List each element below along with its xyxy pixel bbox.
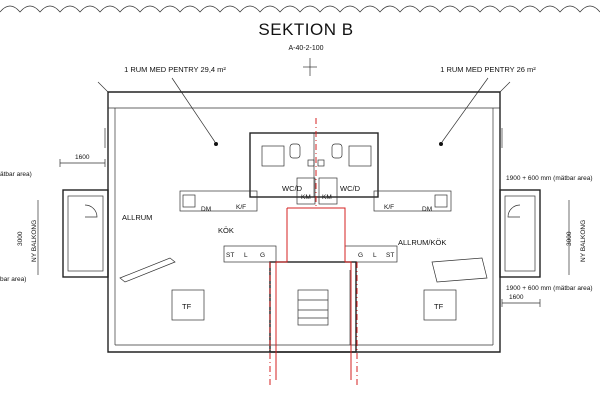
left-edge-area-bottom: bar area): [0, 276, 26, 283]
fixture-kf-right: K/F: [384, 204, 394, 211]
fixture-l-right: L: [373, 252, 377, 259]
fixture-g-left: G: [260, 252, 265, 259]
right-balcony: [499, 189, 541, 278]
red-markup: [269, 118, 358, 385]
revision-cloud: [0, 5, 600, 13]
tf-boxes: [171, 289, 457, 321]
axis-marker: [303, 58, 317, 76]
kitchen-counters: [179, 190, 452, 263]
fixture-dm-right: DM: [422, 206, 432, 213]
leader-lines: [171, 77, 489, 146]
room-km-left: KM: [301, 194, 311, 201]
left-balcony: [62, 189, 109, 278]
left-edge-area-top: ätbar area): [0, 171, 32, 178]
fixture-st-right: ST: [386, 252, 394, 259]
stairwell: [269, 261, 357, 353]
dim-1900-bottom: 1900 + 600 mm (mätbar area): [506, 285, 593, 292]
right-unit-note: 1 RUM MED PENTRY 26 m²: [440, 65, 536, 74]
room-wcd-right: WC/D: [340, 184, 361, 193]
room-allrum: ALLRUM: [122, 213, 152, 222]
room-km-right: KM: [322, 194, 332, 201]
room-tf-left: TF: [182, 302, 192, 311]
wardrobe-hatch: [119, 257, 488, 283]
bathroom-core: [249, 132, 379, 205]
fixture-l-left: L: [244, 252, 248, 259]
balcony-label-right: NY BALKONG: [580, 220, 587, 262]
dim-1600-left: 1600: [75, 154, 90, 161]
room-tf-right: TF: [434, 302, 444, 311]
outer-walls: [97, 81, 511, 353]
fixture-dm-left: DM: [201, 206, 211, 213]
drawing-title: SEKTION B: [258, 20, 353, 39]
room-kok: KÖK: [218, 226, 234, 235]
dim-1900-top: 1900 + 600 mm (mätbar area): [506, 175, 593, 182]
dim-1600-right: 1600: [509, 294, 524, 301]
balcony-dim-right: 3000: [566, 231, 573, 246]
drawing-code: A-40-2-100: [288, 45, 323, 52]
room-wcd-left: WC/D: [282, 184, 303, 193]
balcony-label-left: NY BALKONG: [31, 220, 38, 262]
fixture-g-right: G: [358, 252, 363, 259]
left-unit-note: 1 RUM MED PENTRY 29,4 m²: [124, 65, 226, 74]
balcony-dim-left: 3000: [17, 231, 24, 246]
fixture-kf-left: K/F: [236, 204, 246, 211]
dimension-lines: [37, 128, 570, 307]
room-allrum-kok: ALLRUM/KÖK: [398, 238, 446, 247]
fixture-st-left: ST: [226, 252, 234, 259]
